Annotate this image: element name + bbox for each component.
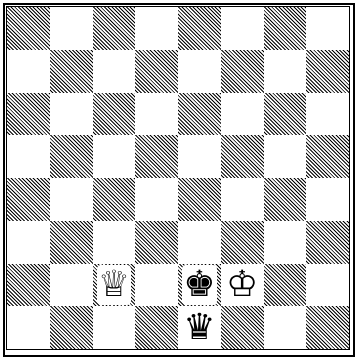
chess-board: ♕ ♚♔♛ (6, 6, 350, 350)
square-f5[interactable] (221, 135, 264, 178)
square-g5[interactable] (264, 135, 307, 178)
square-h6[interactable] (306, 93, 349, 136)
square-g2[interactable] (264, 264, 307, 307)
square-f4[interactable] (221, 178, 264, 221)
square-d8[interactable] (135, 7, 178, 50)
square-d6[interactable] (135, 93, 178, 136)
square-e7[interactable] (178, 50, 221, 93)
square-g8[interactable] (264, 7, 307, 50)
square-f1[interactable] (221, 306, 264, 349)
square-h8[interactable] (306, 7, 349, 50)
square-h3[interactable] (306, 221, 349, 264)
square-d7[interactable] (135, 50, 178, 93)
square-c7[interactable] (93, 50, 136, 93)
square-b8[interactable] (50, 7, 93, 50)
square-c3[interactable] (93, 221, 136, 264)
square-a3[interactable] (7, 221, 50, 264)
square-h5[interactable] (306, 135, 349, 178)
square-e5[interactable] (178, 135, 221, 178)
black-queen-glyph: ♛ (182, 308, 216, 348)
square-d3[interactable] (135, 221, 178, 264)
square-a2[interactable] (7, 264, 50, 307)
square-d1[interactable] (135, 306, 178, 349)
square-h7[interactable] (306, 50, 349, 93)
square-c2[interactable]: ♕ (93, 264, 136, 307)
square-c4[interactable] (93, 178, 136, 221)
black-queen-icon[interactable]: ♛ (178, 306, 221, 349)
square-h4[interactable] (306, 178, 349, 221)
square-e1[interactable]: ♛ (178, 306, 221, 349)
square-c5[interactable] (93, 135, 136, 178)
square-e6[interactable] (178, 93, 221, 136)
square-f6[interactable] (221, 93, 264, 136)
square-f7[interactable] (221, 50, 264, 93)
white-king-icon[interactable]: ♔ (221, 264, 264, 307)
square-e3[interactable] (178, 221, 221, 264)
square-e8[interactable] (178, 7, 221, 50)
white-king-glyph: ♔ (225, 265, 259, 305)
square-b3[interactable] (50, 221, 93, 264)
square-c6[interactable] (93, 93, 136, 136)
square-c8[interactable] (93, 7, 136, 50)
square-b2[interactable] (50, 264, 93, 307)
black-king-glyph: ♚ (182, 265, 216, 305)
white-queen-icon[interactable]: ♕ (93, 264, 136, 307)
square-a8[interactable] (7, 7, 50, 50)
square-d4[interactable] (135, 178, 178, 221)
square-a4[interactable] (7, 178, 50, 221)
black-king-icon[interactable]: ♚ (178, 264, 221, 307)
square-g3[interactable] (264, 221, 307, 264)
square-f3[interactable] (221, 221, 264, 264)
square-a5[interactable] (7, 135, 50, 178)
square-e4[interactable] (178, 178, 221, 221)
square-f2[interactable]: ♔ (221, 264, 264, 307)
square-b7[interactable] (50, 50, 93, 93)
square-b4[interactable] (50, 178, 93, 221)
square-b5[interactable] (50, 135, 93, 178)
square-e2[interactable]: ♚ (178, 264, 221, 307)
square-c1[interactable] (93, 306, 136, 349)
square-b6[interactable] (50, 93, 93, 136)
square-h1[interactable] (306, 306, 349, 349)
square-b1[interactable] (50, 306, 93, 349)
square-a6[interactable] (7, 93, 50, 136)
square-d5[interactable] (135, 135, 178, 178)
white-queen-glyph: ♕ (97, 265, 131, 305)
square-g4[interactable] (264, 178, 307, 221)
square-h2[interactable] (306, 264, 349, 307)
square-g6[interactable] (264, 93, 307, 136)
square-g1[interactable] (264, 306, 307, 349)
square-g7[interactable] (264, 50, 307, 93)
square-a7[interactable] (7, 50, 50, 93)
square-d2[interactable] (135, 264, 178, 307)
square-a1[interactable] (7, 306, 50, 349)
square-f8[interactable] (221, 7, 264, 50)
